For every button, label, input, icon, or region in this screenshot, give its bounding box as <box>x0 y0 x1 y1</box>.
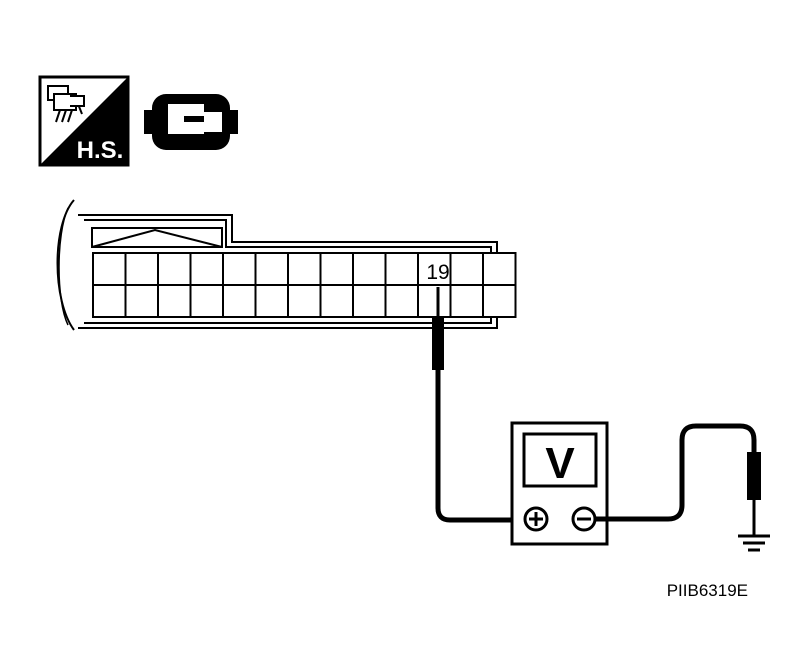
figure-code: PIIB6319E <box>667 581 748 600</box>
terminal-cavity <box>189 284 224 318</box>
connector-body: 19 <box>56 199 517 331</box>
terminal-cavity <box>319 252 354 286</box>
terminal-cavity <box>482 252 517 286</box>
terminal-cavity <box>287 284 322 318</box>
voltmeter-display: V <box>545 439 575 488</box>
terminal-cavity <box>254 252 289 286</box>
terminal-cavity <box>449 284 484 318</box>
terminal-cavity <box>124 252 159 286</box>
connector-drawing-icon <box>47 85 85 123</box>
positive-terminal <box>523 506 549 532</box>
ground-symbol <box>738 534 770 552</box>
terminal-cavity <box>449 252 484 286</box>
terminal-cavity <box>222 284 257 318</box>
terminal-19-label: 19 <box>426 261 449 284</box>
terminal-cavity <box>482 284 517 318</box>
terminal-cavity <box>287 252 322 286</box>
terminal-cavity <box>189 252 224 286</box>
terminal-cavity <box>92 284 127 318</box>
terminal-cavity <box>384 284 419 318</box>
connector-icon <box>144 94 238 150</box>
terminal-cavity <box>157 252 192 286</box>
test-probe-positive <box>432 287 522 523</box>
terminal-cavity <box>352 252 387 286</box>
terminal-cavity <box>384 252 419 286</box>
test-probe-ground <box>595 423 761 535</box>
terminal-cavity <box>222 252 257 286</box>
terminal-cavity <box>417 252 452 286</box>
voltmeter: V <box>510 421 609 546</box>
terminal-cavity <box>124 284 159 318</box>
terminal-cavity <box>319 284 354 318</box>
terminal-cavity <box>417 284 452 318</box>
negative-terminal <box>571 506 597 532</box>
terminal-cavity <box>157 284 192 318</box>
harness-side-icon: H.S. <box>38 75 130 167</box>
terminal-grid <box>92 252 517 318</box>
terminal-cavity <box>352 284 387 318</box>
harness-side-label: H.S. <box>77 137 124 164</box>
connector-lock-tab <box>91 227 223 248</box>
terminal-cavity <box>92 252 127 286</box>
terminal-cavity <box>254 284 289 318</box>
